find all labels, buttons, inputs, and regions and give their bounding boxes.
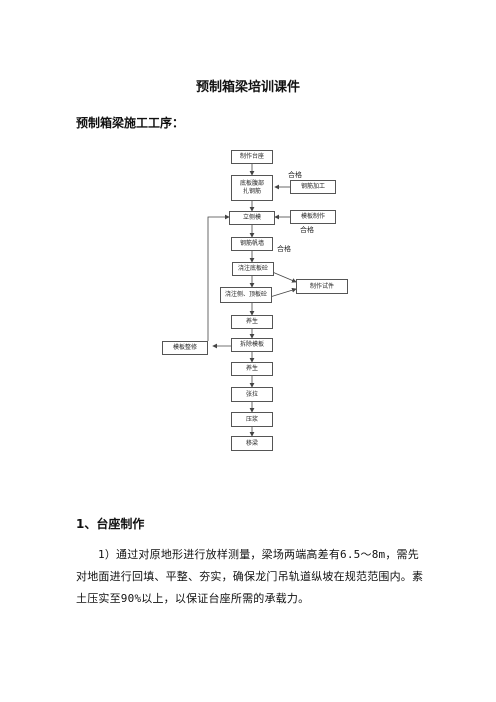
step-move-beam: 移梁 — [231, 436, 273, 451]
arrow-specimen-1 — [269, 270, 297, 283]
step-make-pedestal: 制作台座 — [231, 150, 273, 164]
label-qualified-1: 合格 — [288, 171, 302, 179]
section-paragraph: 1）通过对原地形进行放样测量，梁场两端高差有6.5～8m，需先对地面进行回填、平… — [76, 548, 424, 605]
step-pour-top: 浇注侧、顶板砼 — [220, 287, 272, 303]
process-subtitle: 预制箱梁施工工序： — [76, 116, 185, 130]
arrow-specimen-2 — [269, 287, 297, 298]
side-rebar-processing: 钢筋加工 — [290, 180, 336, 194]
side-formwork-making: 模板制作 — [290, 210, 336, 224]
flowchart-connectors — [207, 164, 297, 437]
step-grouting: 压浆 — [231, 412, 273, 427]
step-side-formwork: 立侧模 — [229, 211, 275, 225]
step-tension: 张拉 — [231, 387, 273, 402]
side-formwork-repair: 模板整修 — [162, 341, 208, 355]
process-flowchart: 制作台座 底板腹部 扎钢筋 立侧模 钢筋帆墙 浇注底板砼 浇注侧、顶板砼 养生 … — [158, 141, 350, 457]
side-make-specimen: 制作试件 — [296, 279, 348, 294]
step-cure-2: 养生 — [231, 362, 273, 376]
document-title: 预制箱梁培训课件 — [195, 80, 300, 95]
arrow-repair-loop — [207, 214, 230, 341]
step-remove-formwork: 拆除模板 — [231, 338, 273, 352]
step-cure-1: 养生 — [231, 315, 273, 329]
label-qualified-2: 合格 — [300, 226, 314, 234]
section-heading: 1、台座制作 — [76, 517, 145, 531]
label-qualified-3: 合格 — [277, 245, 291, 253]
step-rebar-check: 钢筋帆墙 — [231, 237, 273, 251]
step-pour-bottom: 浇注底板砼 — [232, 262, 274, 276]
step-bind-rebar: 底板腹部 扎钢筋 — [231, 175, 273, 201]
